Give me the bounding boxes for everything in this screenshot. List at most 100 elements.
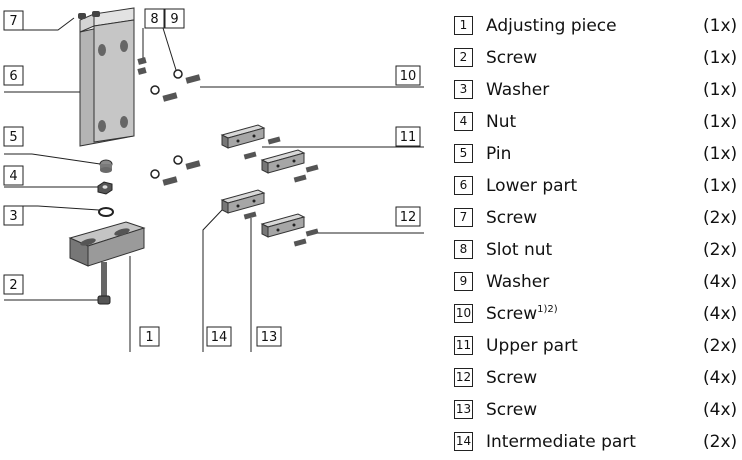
callout-1: 1 xyxy=(139,326,160,347)
svg-text:11: 11 xyxy=(400,130,417,145)
washer-3 xyxy=(98,207,114,217)
pin-5 xyxy=(99,159,113,173)
part-name-text: Screw xyxy=(486,304,538,324)
nut-4 xyxy=(97,181,113,195)
part-quantity: (1x) xyxy=(703,48,738,68)
callout-14: 14 xyxy=(206,326,232,347)
part-quantity: (4x) xyxy=(703,272,738,292)
callout-7: 7 xyxy=(3,10,24,31)
exploded-assembly-drawing: 7 8 9 6 10 5 11 4 3 12 2 1 xyxy=(3,7,424,352)
part-number-box: 4 xyxy=(454,112,473,131)
part-number-box: 6 xyxy=(454,176,473,195)
parts-list-row: 14 Intermediate part (2x) xyxy=(454,428,740,460)
parts-list-row: 8 Slot nut (2x) xyxy=(454,236,740,268)
part-number-box: 9 xyxy=(454,272,473,291)
part-number-box: 3 xyxy=(454,80,473,99)
parts-list-row: 7 Screw (2x) xyxy=(454,204,740,236)
callout-2: 2 xyxy=(3,274,24,295)
screw-2 xyxy=(97,262,111,305)
upper-part-a xyxy=(220,124,266,149)
part-name: Screw xyxy=(486,48,538,68)
part-quantity: (4x) xyxy=(703,400,738,420)
part-name: Screw xyxy=(486,400,538,420)
lower-part xyxy=(79,7,135,147)
part-number-box: 2 xyxy=(454,48,473,67)
part-number-box: 12 xyxy=(454,368,473,387)
svg-text:5: 5 xyxy=(9,130,17,145)
part-name: Washer xyxy=(486,80,550,100)
svg-text:9: 9 xyxy=(170,12,178,27)
callout-6: 6 xyxy=(3,65,24,86)
part-name: Screw xyxy=(486,208,538,228)
part-number-box: 1 xyxy=(454,16,473,35)
svg-text:3: 3 xyxy=(9,209,17,224)
part-number-box: 11 xyxy=(454,336,473,355)
part-quantity: (4x) xyxy=(703,368,738,388)
parts-list-row: 13 Screw (4x) xyxy=(454,396,740,428)
adjusting-piece xyxy=(68,221,146,267)
part-name: Intermediate part xyxy=(486,432,636,452)
svg-text:7: 7 xyxy=(9,14,17,29)
part-number-box: 8 xyxy=(454,240,473,259)
svg-text:1: 1 xyxy=(145,330,153,345)
parts-list-row: 5 Pin (1x) xyxy=(454,140,740,172)
slot-nut-8 xyxy=(137,57,147,75)
part-quantity: (1x) xyxy=(703,112,738,132)
intermediate-part-b xyxy=(260,213,306,238)
svg-text:4: 4 xyxy=(9,169,17,184)
part-number-box: 7 xyxy=(454,208,473,227)
svg-text:8: 8 xyxy=(150,12,158,27)
washer-screw-row-upper xyxy=(150,69,201,102)
upper-part-b xyxy=(260,149,306,174)
svg-text:14: 14 xyxy=(211,330,228,345)
part-number-box: 13 xyxy=(454,400,473,419)
parts-list-row: 12 Screw (4x) xyxy=(454,364,740,396)
parts-list-row: 11 Upper part (2x) xyxy=(454,332,740,364)
callout-10: 10 xyxy=(395,65,421,86)
callout-12: 12 xyxy=(395,206,421,227)
callout-8: 8 xyxy=(144,8,165,29)
part-quantity: (2x) xyxy=(703,240,738,260)
footnote-marker: 1)2) xyxy=(537,304,558,315)
callout-5: 5 xyxy=(3,126,24,147)
part-name: Upper part xyxy=(486,336,578,356)
svg-text:10: 10 xyxy=(400,69,417,84)
parts-list-row: 3 Washer (1x) xyxy=(454,76,740,108)
part-quantity: (1x) xyxy=(703,144,738,164)
part-quantity: (1x) xyxy=(703,176,738,196)
parts-list-row: 2 Screw (1x) xyxy=(454,44,740,76)
svg-text:6: 6 xyxy=(9,69,17,84)
part-name: Adjusting piece xyxy=(486,16,617,36)
part-number-box: 14 xyxy=(454,432,473,451)
intermediate-part-a xyxy=(220,189,266,214)
part-name: Nut xyxy=(486,112,517,132)
parts-list-row: 9 Washer (4x) xyxy=(454,268,740,300)
part-name: Slot nut xyxy=(486,240,553,260)
part-quantity: (2x) xyxy=(703,432,738,452)
part-quantity: (2x) xyxy=(703,208,738,228)
screw-12-upper xyxy=(243,136,319,183)
part-name: Screw1)2) xyxy=(486,303,558,325)
part-quantity: (1x) xyxy=(703,16,738,36)
part-quantity: (1x) xyxy=(703,80,738,100)
top-screw-7 xyxy=(78,11,100,19)
callout-4: 4 xyxy=(3,165,24,186)
parts-list-row: 10 Screw1)2) (4x) xyxy=(454,300,740,332)
callout-11: 11 xyxy=(395,126,421,147)
part-name: Pin xyxy=(486,144,512,164)
part-quantity: (2x) xyxy=(703,336,738,356)
part-name: Lower part xyxy=(486,176,578,196)
washer-screw-row-lower xyxy=(150,155,201,186)
parts-list: 1 Adjusting piece (1x) 2 Screw (1x) 3 Wa… xyxy=(454,12,740,460)
part-number-box: 5 xyxy=(454,144,473,163)
screw-13 xyxy=(243,211,319,247)
svg-text:2: 2 xyxy=(9,278,17,293)
parts-list-row: 6 Lower part (1x) xyxy=(454,172,740,204)
callout-9: 9 xyxy=(164,8,185,29)
callout-13: 13 xyxy=(256,326,282,347)
part-name: Screw xyxy=(486,368,538,388)
parts-list-row: 1 Adjusting piece (1x) xyxy=(454,12,740,44)
svg-text:12: 12 xyxy=(400,210,417,225)
callout-3: 3 xyxy=(3,205,24,226)
parts-list-row: 4 Nut (1x) xyxy=(454,108,740,140)
